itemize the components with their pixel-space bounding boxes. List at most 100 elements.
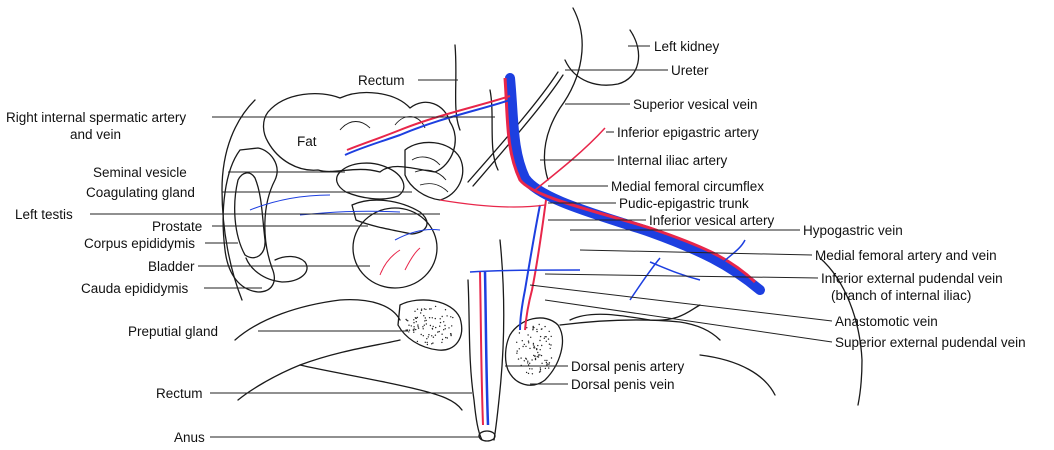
stipple-dot [444, 309, 447, 311]
medial-femoral-branch [629, 257, 701, 301]
stipple-dot [417, 326, 419, 328]
stipple-dot [516, 352, 518, 354]
label-rectum-top: Rectum [358, 73, 405, 88]
anus-outline [478, 430, 496, 442]
stipple-dot [548, 330, 550, 333]
stipple-dot [532, 344, 535, 346]
aorta-artery [503, 77, 757, 284]
stipple-dot [539, 339, 541, 342]
fat-inner-1 [339, 121, 371, 131]
fat-outline [262, 91, 456, 173]
stipple-dot [417, 324, 419, 326]
stipple-dot [410, 325, 412, 327]
stipple-dot [445, 336, 447, 339]
stipple-dot [430, 308, 432, 310]
stipple-dot [416, 316, 419, 319]
stipple-dot [405, 318, 407, 321]
stipple-dot [537, 356, 540, 358]
stipple-dot [531, 359, 533, 361]
stipple-dot [446, 315, 448, 317]
stipple-dot [547, 338, 550, 340]
stipple-dot [408, 324, 410, 326]
stipple-dot [538, 323, 540, 326]
labels: Left kidney Ureter Rectum Superior vesic… [6, 39, 1026, 445]
stipple-dot [434, 305, 437, 308]
stipple-dot [450, 333, 452, 335]
label-medial-femoral-artery-vein: Medial femoral artery and vein [815, 248, 997, 263]
stipple-dot [531, 373, 534, 375]
label-inferior-external-pudendal-2: (branch of internal iliac) [831, 288, 971, 303]
stipple-dot [533, 354, 535, 357]
label-preputial-gland: Preputial gland [128, 324, 218, 339]
stipple-dot [446, 337, 448, 339]
stipple-dot [521, 340, 523, 342]
stipple-dot [428, 317, 431, 319]
spermatic-vein [344, 99, 511, 156]
stipple-dot [529, 362, 531, 364]
stipple-dot [544, 336, 546, 338]
cauda-epididymis [245, 255, 308, 283]
stipple-dot [422, 335, 424, 337]
bladder-outline [352, 207, 438, 289]
stipple-dot [413, 329, 415, 331]
stipple-dot [534, 355, 536, 357]
stipple-dot [550, 335, 552, 338]
stipple-dot [434, 334, 437, 336]
vena-cava-vein [505, 73, 765, 295]
stipple-dot [413, 319, 415, 321]
stipple-dot [527, 334, 529, 336]
stipple-dot [423, 308, 426, 310]
label-inferior-external-pudendal-1: Inferior external pudendal vein [821, 271, 1003, 286]
thigh-contour [699, 354, 776, 396]
label-coagulating-gland: Coagulating gland [86, 185, 195, 200]
stipple-dot [540, 354, 543, 357]
stipple-dot [415, 328, 417, 331]
stipple-dot [548, 362, 551, 364]
stipple-dot [425, 323, 427, 325]
stipple-dot [516, 350, 518, 352]
spermatic-artery [346, 95, 511, 151]
penis-column-right [493, 239, 505, 441]
rectum-upper [454, 44, 461, 131]
stipple-dot [539, 335, 542, 338]
stipple-dot [420, 308, 423, 310]
stipple-dot [545, 361, 548, 364]
stipple-dot [534, 357, 537, 360]
anatomy-outlines [221, 7, 863, 442]
dorsal-penis-artery [479, 271, 484, 426]
stipple-dot [529, 347, 531, 350]
internal-iliac-artery [524, 199, 547, 331]
stipple-dot [450, 334, 452, 337]
stipple-dot [428, 334, 430, 336]
stipple-dot [546, 359, 548, 362]
hypogastric-branch [719, 239, 746, 266]
stipple-dot [444, 324, 446, 327]
vessels [249, 73, 765, 426]
stipple-dot [539, 354, 541, 356]
stipple-dot [413, 328, 415, 330]
label-internal-iliac-artery: Internal iliac artery [617, 153, 728, 168]
stipple-dot [422, 326, 424, 328]
internal-iliac-vein [519, 204, 541, 331]
stipple-dot [528, 342, 530, 344]
testis-veins [249, 194, 441, 241]
stipple-dot [518, 348, 520, 350]
stipple-dot [437, 331, 439, 333]
stipple-dot [425, 308, 427, 311]
stipple-dot [517, 358, 520, 360]
stipple-dot [518, 332, 521, 334]
dorsal-penis-vein [483, 271, 490, 426]
label-superior-external-pudendal-vein: Superior external pudendal vein [835, 335, 1026, 350]
stipple-dot [541, 362, 543, 364]
label-dorsal-penis-vein: Dorsal penis vein [571, 377, 675, 392]
stipple-dot [536, 330, 538, 333]
stipple-dot [536, 348, 538, 350]
lower-right-contour [559, 319, 721, 341]
stipple-dot [417, 327, 420, 329]
stipple-dot [432, 342, 434, 344]
stipple-dot [527, 362, 529, 364]
stipple-dot [546, 363, 548, 365]
stipple-dot [539, 368, 542, 371]
prostate-outline [351, 199, 428, 235]
